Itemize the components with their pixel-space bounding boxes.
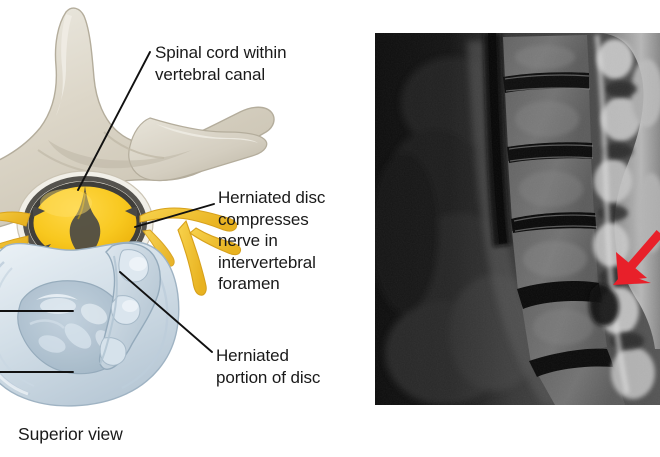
- intervertebral-disc: [0, 241, 180, 407]
- label-herniated-portion-of-disc: Herniated portion of disc: [216, 346, 321, 387]
- label-herniated-disc-compresses-nerve: Herniated disc compresses nerve in inter…: [218, 188, 326, 293]
- caption-superior-view: Superior view: [18, 424, 123, 444]
- sagittal-lumbar-mri-image: [375, 33, 660, 405]
- vertebra-superior-view-illustration: [0, 7, 275, 407]
- spinal-nerve-root: [0, 207, 242, 296]
- leader-spinal-cord: [77, 51, 151, 191]
- label-spinal-cord-within-vertebral-canal: Spinal cord within vertebral canal: [155, 43, 287, 84]
- leader-lines: [0, 51, 215, 373]
- herniated-disc-portion: [98, 242, 161, 370]
- leader-herniated-portion: [119, 271, 213, 353]
- red-arrow-icon: [613, 230, 660, 285]
- leader-herniated-compresses: [134, 203, 215, 228]
